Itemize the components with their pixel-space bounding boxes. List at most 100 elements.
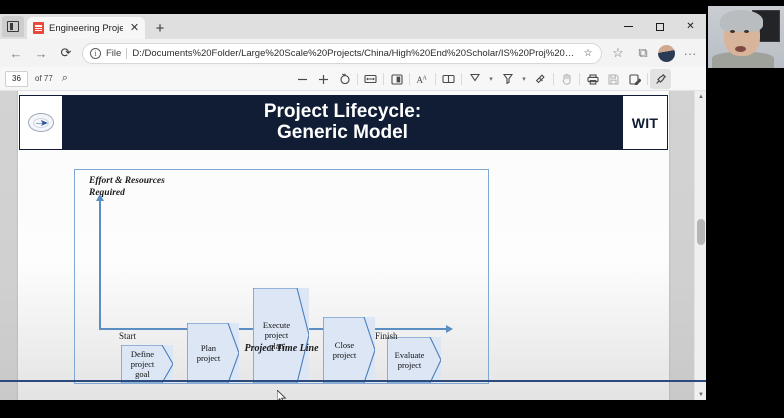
reload-button[interactable]: ⟳ <box>60 45 72 60</box>
pdf-viewer: Project Lifecycle: Generic Model WIT Eff… <box>0 91 706 400</box>
window-bottom-accent <box>0 380 706 382</box>
minimize-icon <box>624 26 633 27</box>
print-icon[interactable] <box>582 69 603 89</box>
slide-title-line1: Project Lifecycle: <box>263 100 422 122</box>
toolbar-separator <box>357 73 358 85</box>
pin-toolbar-icon[interactable] <box>650 69 671 89</box>
scrollbar-thumb[interactable] <box>697 219 705 245</box>
stage-label-l1: Execute <box>262 320 291 331</box>
svg-text:A: A <box>423 75 428 81</box>
read-aloud-icon[interactable]: A A <box>412 69 433 89</box>
stage-label: Evaluate project <box>395 350 434 370</box>
stage-chevron: Evaluate project <box>387 337 441 383</box>
annotate-icon[interactable] <box>624 69 645 89</box>
rotate-icon[interactable] <box>334 69 355 89</box>
brand-logo-wit: WIT <box>623 96 667 149</box>
search-icon[interactable]: ⌕ <box>61 72 68 84</box>
presenter-eye-right <box>744 30 749 33</box>
presenter-mouth <box>735 46 746 52</box>
chevron-shape <box>387 337 441 383</box>
window-controls: ✕ <box>613 14 706 39</box>
toolbar-separator <box>461 73 462 85</box>
draw-pen-icon[interactable] <box>497 69 518 89</box>
maximize-button[interactable] <box>644 14 675 39</box>
tab-strip: Engineering Project Managemen ✕ + ✕ <box>0 14 706 39</box>
tab-actions-button[interactable] <box>2 16 24 37</box>
page-title: Project Lifecycle: Generic Model <box>62 95 623 150</box>
stage-label-l1: Evaluate <box>394 349 425 360</box>
stage-chevron: Close project <box>323 317 375 383</box>
favorites-icon[interactable]: ☆ <box>612 45 624 60</box>
stage-label-l1: Define <box>130 348 155 359</box>
settings-more-icon[interactable]: ··· <box>683 45 697 61</box>
chevron-shape <box>323 317 375 383</box>
stage-chevron: Execute project plan <box>253 288 309 383</box>
browser-tab[interactable]: Engineering Project Managemen ✕ <box>27 17 145 39</box>
profile-avatar[interactable] <box>658 44 675 62</box>
stage-chevron: Plan project <box>187 323 239 383</box>
toolbar-separator <box>579 73 580 85</box>
forward-button[interactable]: → <box>34 45 48 61</box>
toolbar-separator <box>383 73 384 85</box>
toolbar-separator <box>647 73 648 85</box>
y-axis-label-text: Effort & Resources Required <box>89 176 165 198</box>
collections-icon[interactable]: ⧉ <box>638 45 648 60</box>
scroll-up-icon[interactable]: ▲ <box>698 93 704 100</box>
stage-label: Plan project <box>197 343 230 363</box>
fit-to-page-icon[interactable] <box>360 69 381 89</box>
page-view-icon[interactable] <box>386 69 407 89</box>
address-bar[interactable]: i File D:/Documents%20Folder/Large%20Sca… <box>82 42 602 64</box>
chevron-shape <box>121 345 173 383</box>
logo-container <box>20 96 62 149</box>
stage-label-l1: Close <box>334 339 355 350</box>
minimize-button[interactable] <box>613 14 644 39</box>
stage-label-l3: plan <box>269 340 284 351</box>
add-favorite-icon[interactable]: ☆ <box>583 47 593 59</box>
url-text[interactable]: D:/Documents%20Folder/Large%20Scale%20Pr… <box>132 47 576 59</box>
site-info-icon[interactable]: i <box>90 47 101 59</box>
university-seal-logo-icon <box>28 113 54 132</box>
zoom-out-button[interactable] <box>292 69 313 89</box>
two-page-view-icon[interactable] <box>438 69 459 89</box>
stage-label-l2: project <box>264 330 289 341</box>
browser-window: Engineering Project Managemen ✕ + ✕ ← → … <box>0 14 706 400</box>
pdf-favicon <box>33 22 44 34</box>
tab-close-icon[interactable]: ✕ <box>129 21 140 34</box>
vertical-scrollbar[interactable]: ▲ ▼ <box>694 91 706 400</box>
tab-title: Engineering Project Managemen <box>49 22 123 34</box>
chevron-shape <box>187 323 239 383</box>
chevron-shape <box>253 288 309 383</box>
y-axis-label: Effort & Resources Required <box>89 176 181 199</box>
close-window-button[interactable]: ✕ <box>686 21 695 32</box>
back-button[interactable]: ← <box>9 45 23 61</box>
url-scheme-label: File <box>106 47 122 59</box>
omnibox-divider <box>126 47 128 59</box>
stage-label: Execute project plan <box>263 320 299 351</box>
navigation-bar: ← → ⟳ i File D:/Documents%20Folder/Large… <box>0 39 706 67</box>
pdf-page: Project Lifecycle: Generic Model WIT Eff… <box>18 91 669 400</box>
draw-dropdown-icon[interactable]: ▾ <box>522 76 526 83</box>
stage-label-l2: project <box>130 358 155 369</box>
page-number-input[interactable]: 36 <box>5 70 28 87</box>
save-icon[interactable] <box>603 69 624 89</box>
eraser-icon[interactable] <box>530 69 551 89</box>
stage-label-l3: goal <box>135 369 150 380</box>
page-count-label: of 77 <box>35 74 53 83</box>
bottom-gutter <box>0 400 784 418</box>
svg-text:A: A <box>417 75 424 85</box>
highlighter-icon[interactable] <box>464 69 485 89</box>
webcam-video-overlay[interactable] <box>706 0 784 90</box>
new-tab-button[interactable]: + <box>155 19 165 37</box>
presenter-hair <box>720 10 763 32</box>
zoom-in-button[interactable] <box>313 69 334 89</box>
right-gutter <box>706 90 784 418</box>
stage-label-l1: Plan <box>200 342 217 353</box>
presenter-shoulders <box>712 52 774 68</box>
hand-tool-icon[interactable] <box>556 69 577 89</box>
scroll-down-icon[interactable]: ▼ <box>698 391 704 398</box>
pdf-toolbar: 36 of 77 ⌕ <box>0 67 706 91</box>
stage-label-l2: project <box>332 350 357 360</box>
highlighter-dropdown-icon[interactable]: ▾ <box>489 76 493 83</box>
axis-finish-label: Finish <box>375 331 398 341</box>
stage-chevron: Define project goal <box>121 345 173 383</box>
